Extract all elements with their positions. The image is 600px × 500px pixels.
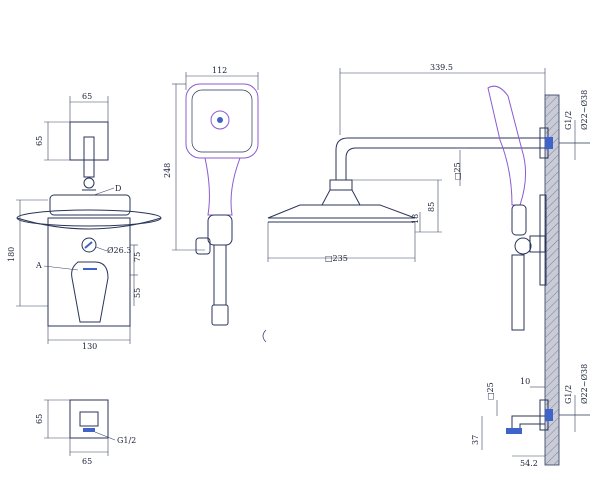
overhead-shower-head — [267, 204, 416, 219]
dia-bottom: Ø22~Ø38 — [580, 364, 589, 404]
thread-top: G1/2 — [564, 111, 573, 130]
bar-hose — [511, 254, 525, 331]
hand-shower-hose — [213, 244, 227, 306]
label-d: D — [115, 184, 121, 193]
dim-valve-body-width: 130 — [82, 342, 97, 351]
hand-shower-grip — [207, 214, 233, 246]
bottom-connector-mark — [545, 409, 553, 421]
dim-valve-55: 55 — [133, 288, 142, 298]
dim-outlet-54: 54.2 — [520, 459, 538, 468]
valve-lever-mark — [83, 268, 97, 270]
dim-hand-width: 112 — [212, 66, 227, 75]
wall-bar-view: G1/2 Ø22~Ø38 G1/2 Ø22~Ø38 10 □25 37 54.2 — [471, 85, 590, 468]
hand-shower-center — [210, 110, 230, 130]
valve-top-block — [69, 121, 109, 161]
small-box — [69, 399, 109, 439]
valve-knob — [81, 237, 97, 253]
label-a: A — [35, 261, 42, 270]
valve-view: 65 65 D A Ø26.3 180 75 — [7, 92, 162, 351]
thread-bottom: G1/2 — [564, 385, 573, 404]
dim-valve-dia: Ø26.3 — [107, 246, 131, 255]
valve-connector — [83, 177, 95, 189]
small-thread: G1/2 — [117, 436, 136, 445]
valve-lever — [71, 261, 109, 323]
overhead-shower-view: 339.5 85 18 □25 □235 — [267, 63, 546, 263]
dim-valve-top-width: 65 — [82, 92, 92, 101]
dim-valve-top-height: 65 — [35, 136, 44, 146]
dim-valve-75: 75 — [133, 252, 142, 262]
dim-arm-length: 339.5 — [430, 63, 453, 72]
hand-shower-head — [185, 83, 259, 159]
dim-head-235: □235 — [325, 254, 348, 263]
valve-stem — [83, 136, 95, 178]
small-box-view: 65 65 G1/2 — [35, 399, 136, 466]
hand-shower-view: 112 248 — [163, 66, 267, 343]
top-connector-mark — [545, 137, 553, 149]
wall-outlet — [511, 415, 545, 430]
dim-hand-length: 248 — [163, 163, 172, 178]
dim-small-w: 65 — [82, 457, 92, 466]
bar-holder — [514, 237, 532, 255]
valve-body — [47, 217, 131, 327]
hand-shower-holder — [195, 237, 211, 255]
dim-valve-body-height: 180 — [7, 247, 16, 262]
dim-head-85: 85 — [427, 202, 436, 212]
dim-outlet-sq25: □25 — [486, 382, 495, 400]
dim-outlet-10: 10 — [520, 377, 530, 386]
shower-arm — [335, 137, 545, 180]
dia-top: Ø22~Ø38 — [580, 90, 589, 130]
dim-outlet-37: 37 — [471, 435, 480, 445]
dim-small-h: 65 — [35, 414, 44, 424]
dim-head-sq25: □25 — [453, 162, 462, 180]
dim-head-18: 18 — [411, 214, 420, 224]
bar-hand-shower — [487, 85, 526, 206]
